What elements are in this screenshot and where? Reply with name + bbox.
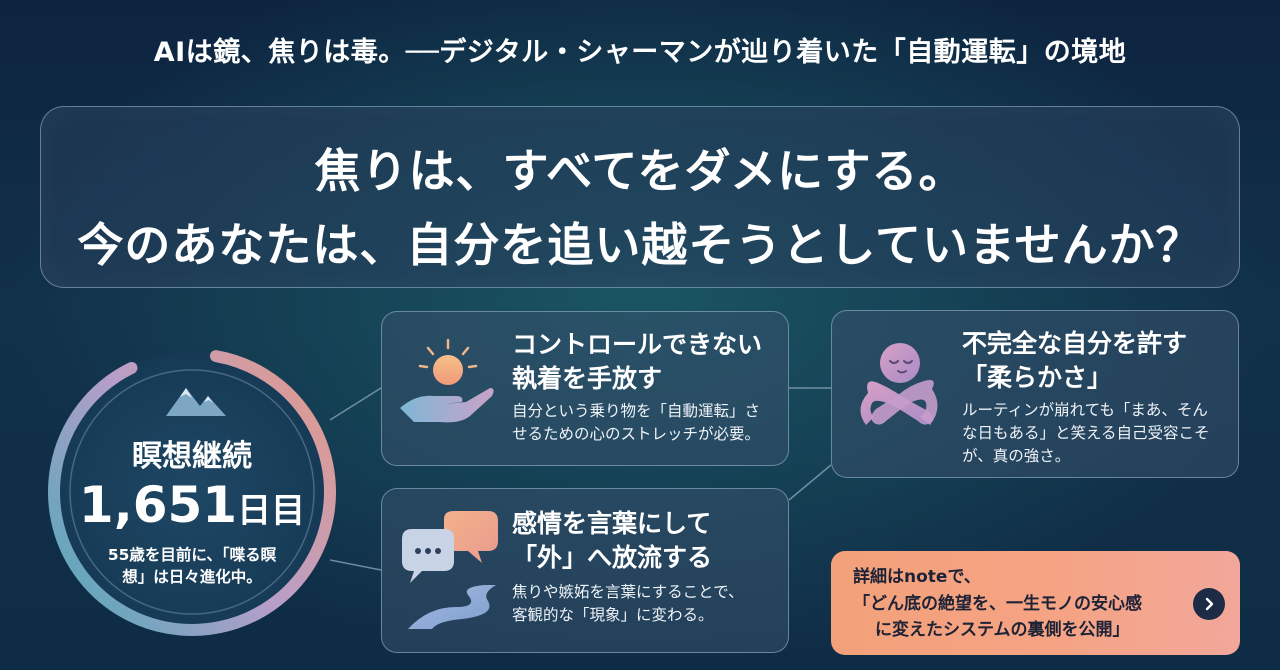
card-express-emotion: 感情を言葉にして 「外」へ放流する 焦りや嫉妬を言葉にすることで、 客観的な「現… [381,488,789,653]
meditation-count: 1,651日目 [36,476,348,534]
self-hug-icon [860,343,938,425]
card-self-title-2: 「柔らかさ」 [962,363,1113,392]
cta-line-2: 「どん底の絶望を、一生モノの安心感 [853,594,1142,614]
card-release-title-2: 執着を手放す [512,364,663,393]
meditation-label: 瞑想継続 [132,439,252,474]
mountain-icon [166,388,226,416]
card-emotion-body-2: 客観的な「現象」に変わる。 [512,606,714,624]
card-emotion-title-2: 「外」へ放流する [512,543,713,572]
card-self-title-1: 不完全な自分を許す [962,329,1188,358]
card-self-body-1: ルーティンが崩れても「まあ、そん [962,401,1208,419]
chevron-right-icon[interactable] [1193,588,1225,620]
headline-line-2: 今のあなたは、自分を追い越そうとしていませんか？ [77,218,1203,272]
speech-river-icon [402,511,498,629]
headline-line-1: 焦りは、すべてをダメにする。 [314,144,966,198]
meditation-note-1: 55歳を目前に、「喋る瞑 [107,546,277,564]
card-release-attachment: コントロールできない 執着を手放す 自分という乗り物を「自動運転」さ せるための… [381,311,789,466]
card-release-title-1: コントロールできない [512,330,763,359]
meditation-days: 1,651 [78,476,238,534]
cta-line-3: に変えたシステムの裏側を公開」 [875,620,1130,640]
note-link-button[interactable]: 詳細はnoteで、 「どん底の絶望を、一生モノの安心感 に変えたシステムの裏側を… [831,551,1240,655]
card-self-body-2: な日もある」と笑える自己受容こそ [962,424,1210,442]
card-emotion-title-1: 感情を言葉にして [512,509,712,538]
page-title: AIは鏡、焦りは毒。──デジタル・シャーマンが辿り着いた「自動運転」の境地 [153,37,1127,68]
card-self-body-3: が、真の強さ。 [962,447,1071,465]
meditation-ring: 瞑想継続 1,651日目 55歳を目前に、「喋る瞑 想」は日々進化中。 [36,336,348,648]
card-self-acceptance: 不完全な自分を許す 「柔らかさ」 ルーティンが崩れても「まあ、そん な日もある」… [831,310,1239,478]
headline-panel: 焦りは、すべてをダメにする。 今のあなたは、自分を追い越そうとしていませんか？ [40,106,1240,288]
meditation-unit: 日目 [237,491,306,531]
meditation-note-2: 想」は日々進化中。 [122,568,262,586]
cta-line-1: 詳細はnoteで、 [853,567,981,587]
card-release-body-1: 自分という乗り物を「自動運転」さ [512,402,761,420]
sun-hand-icon [400,338,494,423]
card-emotion-body-1: 焦りや嫉妬を言葉にすることで、 [512,583,744,601]
card-release-body-2: せるための心のストレッチが必要。 [512,425,761,443]
